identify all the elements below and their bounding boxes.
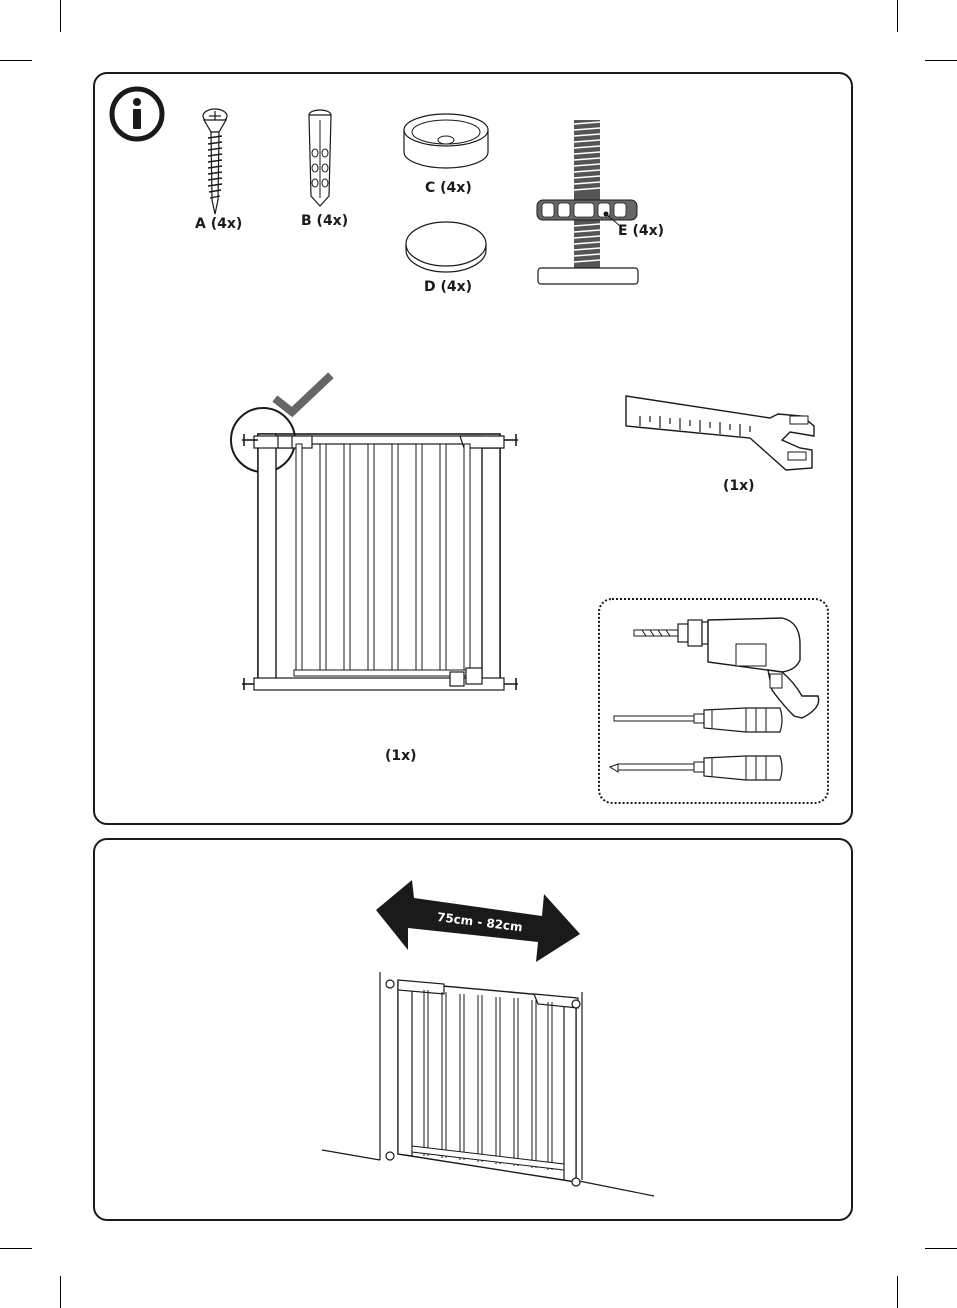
info-icon: [108, 85, 166, 143]
flat-screwdriver-icon: [612, 704, 784, 736]
crop-mark: [897, 1276, 898, 1308]
spindle-icon: [534, 118, 644, 288]
part-c-label: C (4x): [425, 180, 472, 196]
crop-mark: [60, 1276, 61, 1308]
wrench-icon: [620, 392, 820, 474]
part-d-label: D (4x): [424, 279, 472, 295]
screw-icon: [200, 108, 230, 216]
part-b-label: B (4x): [301, 213, 348, 229]
adhesive-pad-icon: [404, 218, 488, 276]
wall-cup-icon: [400, 108, 492, 176]
wrench-quantity: (1x): [723, 478, 755, 494]
phillips-screwdriver-icon: [608, 752, 784, 784]
installed-gate-drawing: [318, 968, 658, 1204]
crop-mark: [925, 60, 957, 61]
crop-mark: [60, 0, 61, 32]
crop-mark: [0, 1248, 32, 1249]
part-e-label: E (4x): [618, 223, 664, 239]
crop-mark: [897, 0, 898, 32]
checkmark-icon: [278, 378, 328, 412]
crop-mark: [925, 1248, 957, 1249]
crop-mark: [0, 60, 32, 61]
part-a-label: A (4x): [195, 216, 242, 232]
wall-plug-icon: [305, 108, 335, 208]
gate-quantity: (1x): [385, 748, 417, 764]
gate-drawing: [228, 370, 528, 700]
